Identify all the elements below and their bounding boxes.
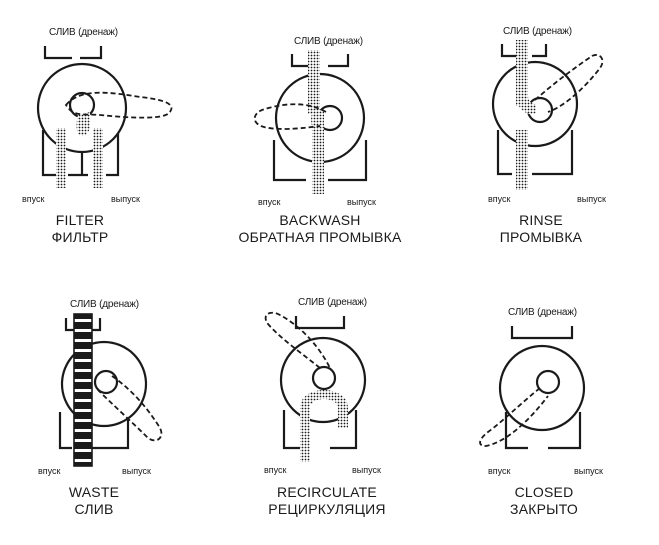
mode-waste: СЛИВ (дренаж) впуск выпуск WASTE СЛИВ: [0, 272, 220, 544]
valve-filter-diagram: [36, 46, 173, 188]
inlet-label: впуск: [38, 466, 61, 476]
drain-label: СЛИВ (дренаж): [70, 299, 139, 310]
outlet-label: выпуск: [352, 465, 381, 475]
inlet-label: впуск: [488, 466, 511, 476]
inlet-label: впуск: [488, 194, 511, 204]
outlet-label: выпуск: [111, 194, 140, 204]
drain-label: СЛИВ (дренаж): [49, 27, 118, 38]
mode-rinse: СЛИВ (дренаж) впуск выпуск RINSE ПРОМЫВК…: [440, 0, 659, 272]
mode-title-ru: ФИЛЬТР: [51, 229, 109, 245]
valve-recirculate-diagram: [264, 311, 367, 462]
mode-title-en: WASTE: [68, 484, 120, 500]
mode-title-ru: ПРОМЫВКА: [499, 229, 583, 245]
outlet-label: выпуск: [574, 466, 603, 476]
inlet-label: впуск: [264, 465, 287, 475]
mode-title-en: RECIRCULATE: [277, 484, 377, 500]
drain-label: СЛИВ (дренаж): [298, 297, 367, 308]
mode-title-ru: СЛИВ: [74, 501, 114, 517]
mode-closed: СЛИВ (дренаж) впуск выпуск CLOSED ЗАКРЫТ…: [440, 272, 659, 544]
mode-title-en: CLOSED: [514, 484, 574, 500]
drain-label: СЛИВ (дренаж): [294, 36, 363, 47]
inlet-label: впуск: [258, 197, 281, 207]
drain-label: СЛИВ (дренаж): [508, 307, 577, 318]
valve-rinse-diagram: [491, 40, 604, 190]
valve-backwash-diagram: [253, 50, 368, 194]
mode-title-ru: ОБРАТНАЯ ПРОМЫВКА: [238, 229, 402, 245]
mode-title-en: FILTER: [55, 212, 105, 228]
mode-title-ru: РЕЦИРКУЛЯЦИЯ: [268, 501, 386, 517]
outlet-label: выпуск: [347, 197, 376, 207]
drain-label: СЛИВ (дренаж): [503, 26, 572, 37]
valve-waste-diagram: [58, 313, 163, 467]
outlet-label: выпуск: [577, 194, 606, 204]
mode-backwash: СЛИВ (дренаж) впуск выпуск BACKWASH ОБРА…: [220, 0, 440, 272]
outlet-label: выпуск: [122, 466, 151, 476]
inlet-label: впуск: [22, 194, 45, 204]
valve-closed-diagram: [479, 326, 586, 450]
mode-recirculate: СЛИВ (дренаж) впуск выпуск RECIRCULATE Р…: [220, 272, 440, 544]
mode-title-en: BACKWASH: [279, 212, 361, 228]
mode-title-ru: ЗАКРЫТО: [510, 501, 578, 517]
mode-filter: СЛИВ (дренаж) впуск выпуск FILTER ФИЛЬТР: [0, 0, 220, 272]
mode-title-en: RINSE: [519, 212, 563, 228]
